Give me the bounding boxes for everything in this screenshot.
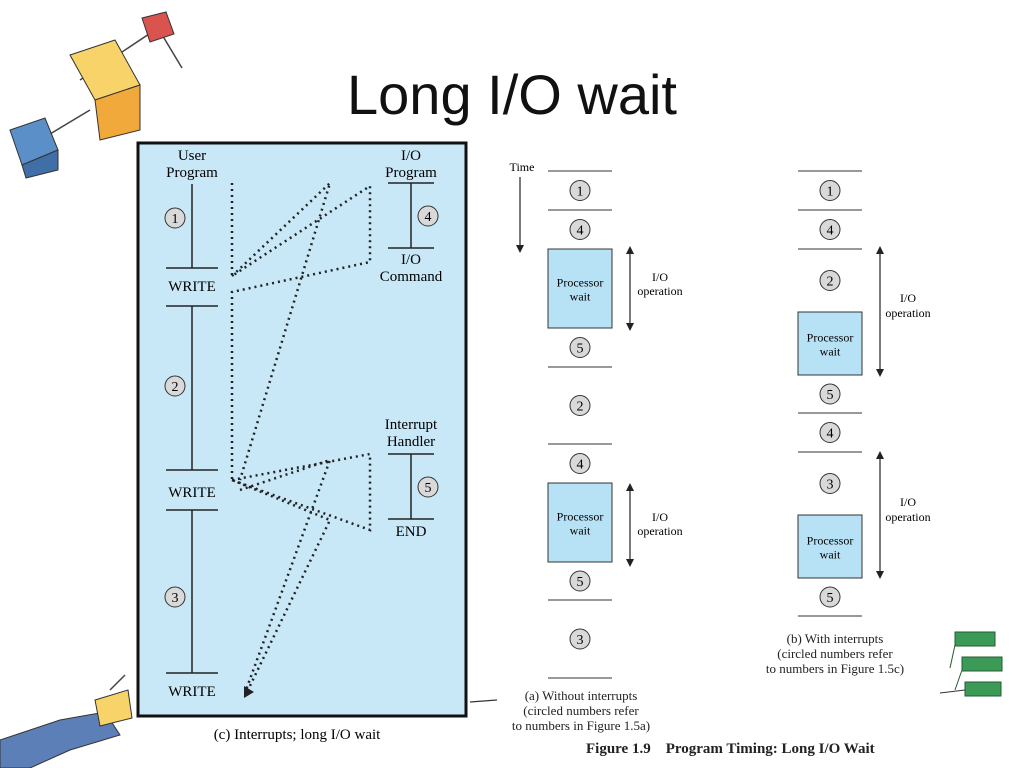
panel-b-circle-2 xyxy=(819,270,841,291)
panel-a-processor-wait-6 xyxy=(547,482,613,563)
slide-title: Long I/O wait xyxy=(347,63,677,126)
panel-a-caption-line-3: to numbers in Figure 1.5a) xyxy=(511,718,651,733)
circle-4-label: 4 xyxy=(425,210,432,225)
panel-b-circle-1 xyxy=(819,219,841,240)
write-label-2: WRITE xyxy=(168,485,215,501)
panel-a-circle-4 xyxy=(569,395,591,416)
panel-b-circle-8 xyxy=(819,586,841,608)
time-label: Time xyxy=(510,160,535,174)
io-operation-b1-line2: operation xyxy=(885,306,930,320)
io-operation-a2-line1: I/O xyxy=(652,510,668,524)
panel-a-caption-line-2: (circled numbers refer xyxy=(523,703,639,718)
panel-a-circle-1 xyxy=(569,219,591,240)
panel-a-caption-line-1: (a) Without interrupts xyxy=(524,688,638,703)
panel-a-circle-label-5: 4 xyxy=(577,458,584,473)
end-label: END xyxy=(396,524,427,540)
interrupt-handler-label-1: Interrupt xyxy=(385,417,438,433)
figure-caption: Figure 1.9 Program Timing: Long I/O Wait xyxy=(586,741,875,757)
io-command-label-1: I/O xyxy=(401,252,421,268)
panel-a-processor-wait-label-6: Processor xyxy=(557,510,604,524)
panel-a-circle-0 xyxy=(569,180,591,201)
panel-b-caption: (b) With interrupts (circled numbers ref… xyxy=(760,631,910,676)
panel-b-processor-wait-label-7: Processor xyxy=(807,534,854,548)
panel-a-circle-label-8: 3 xyxy=(577,633,584,648)
io-operation-b2-line1: I/O xyxy=(900,495,916,509)
panel-b-circle-0 xyxy=(819,180,841,201)
io-program-label-1: I/O xyxy=(401,148,421,164)
panel-b-circle-label-6: 3 xyxy=(827,478,834,493)
panel-b-circle-6 xyxy=(819,473,841,494)
panel-a-processor-wait-label-2: Processor xyxy=(557,276,604,290)
decorative-flowchart-icon xyxy=(939,631,1003,697)
panel-b-processor-wait-label-7: wait xyxy=(820,548,841,562)
panel-a-circle-5 xyxy=(569,453,591,474)
panel-a-circle-label-4: 2 xyxy=(577,400,584,415)
write-label-3: WRITE xyxy=(168,684,215,700)
io-operation-a1-line2: operation xyxy=(637,284,682,298)
interrupt-handler-label-2: Handler xyxy=(387,434,435,450)
panel-a-processor-wait-label-6: wait xyxy=(570,524,591,538)
circle-2-label: 2 xyxy=(172,380,179,395)
io-operation-a1-line1: I/O xyxy=(652,270,668,284)
panel-a-circle-label-7: 5 xyxy=(577,575,584,590)
decorative-hand-icon xyxy=(0,674,133,768)
panel-a-circle-label-0: 1 xyxy=(577,185,584,200)
panel-a-circle-7 xyxy=(569,570,591,592)
panel-c-caption: (c) Interrupts; long I/O wait xyxy=(214,727,381,743)
circle-3-label: 3 xyxy=(172,591,179,606)
panel-b-circle-label-1: 4 xyxy=(827,224,834,239)
user-program-label-1: User xyxy=(178,148,206,164)
panel-a-processor-wait-label-2: wait xyxy=(570,290,591,304)
panel-b-circle-4 xyxy=(819,383,841,405)
circle-5-label: 5 xyxy=(425,481,432,496)
panel-b-processor-wait-label-3: Processor xyxy=(807,331,854,345)
io-program-label-2: Program xyxy=(385,165,437,181)
panel-b-circle-label-4: 5 xyxy=(827,388,834,403)
panel-b-circle-5 xyxy=(819,422,841,443)
io-operation-a2-line2: operation xyxy=(637,524,682,538)
panel-b-caption-line-3: to numbers in Figure 1.5c) xyxy=(765,661,905,676)
write-label-1: WRITE xyxy=(168,279,215,295)
io-operation-b2-line2: operation xyxy=(885,510,930,524)
panel-b-processor-wait-label-3: wait xyxy=(820,345,841,359)
control-flow-paths xyxy=(230,178,372,691)
panel-a-circle-label-3: 5 xyxy=(577,342,584,357)
panel-b-caption-line-1: (b) With interrupts xyxy=(786,631,884,646)
panel-b-circle-label-5: 4 xyxy=(827,427,834,442)
user-program-label-2: Program xyxy=(166,165,218,181)
circle-1-label: 1 xyxy=(172,212,179,227)
panel-a-caption: (a) Without interrupts (circled numbers … xyxy=(508,688,654,733)
panel-b-processor-wait-7 xyxy=(797,514,863,579)
panel-b-circle-label-2: 2 xyxy=(827,275,834,290)
decorative-cubes-icon xyxy=(9,11,183,179)
panel-b-circle-label-0: 1 xyxy=(827,185,834,200)
panel-c-interrupts-long-io: User Program 1 2 3 WRITE WRITE WRITE I/O… xyxy=(136,141,468,718)
io-command-label-2: Command xyxy=(380,269,443,285)
panel-a-circle-8 xyxy=(569,628,591,650)
panel-a-circle-label-1: 4 xyxy=(577,224,584,239)
panel-b-circle-label-8: 5 xyxy=(827,591,834,606)
io-operation-b1-line1: I/O xyxy=(900,291,916,305)
panel-b-caption-line-2: (circled numbers refer xyxy=(777,646,893,661)
panel-a-circle-3 xyxy=(569,337,591,358)
